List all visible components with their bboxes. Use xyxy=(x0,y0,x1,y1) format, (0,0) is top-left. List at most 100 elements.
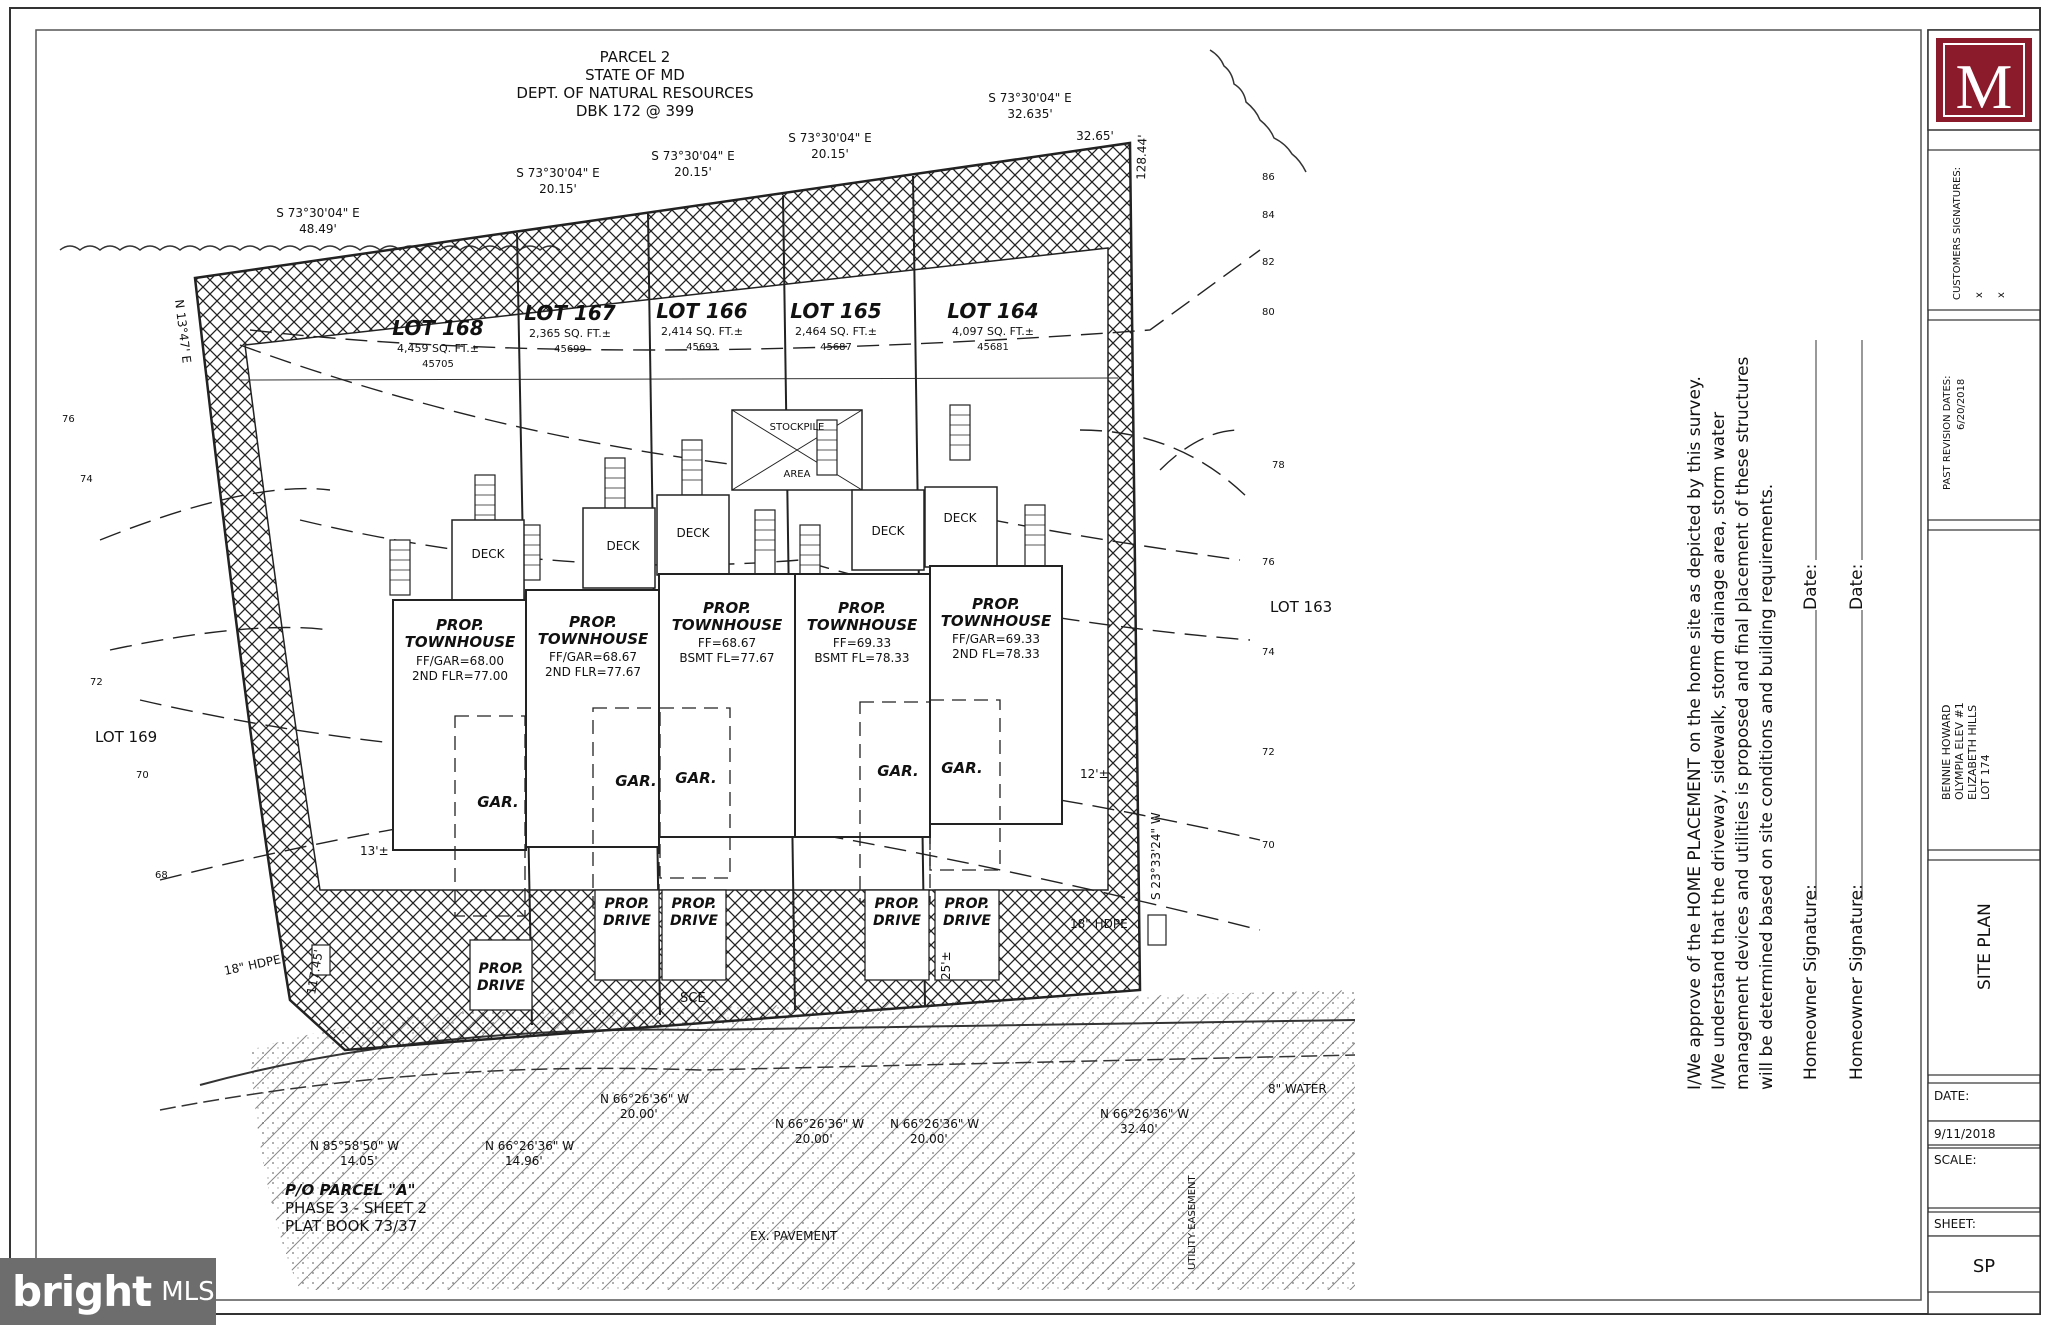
driveway-label: DRIVE xyxy=(670,913,718,929)
lot-name: LOT 166 xyxy=(656,299,747,323)
unit-title: PROP. xyxy=(838,599,886,617)
front-distance-6: 14.05' xyxy=(340,1154,378,1168)
watermark-brand: bright xyxy=(12,1267,152,1316)
unit-title: TOWNHOUSE xyxy=(941,612,1052,630)
unit-title: PROP. xyxy=(703,599,751,617)
front-distance-3: 20.00' xyxy=(910,1132,948,1146)
lot-name: LOT 168 xyxy=(392,316,483,340)
parcel-note-line3: DEPT. OF NATURAL RESOURCES xyxy=(516,84,753,102)
svg-text:84: 84 xyxy=(1262,210,1275,221)
svg-text:OLYMPIA ELEV #1: OLYMPIA ELEV #1 xyxy=(1953,702,1966,800)
lot-tag: 45687 xyxy=(820,342,852,353)
svg-text:ELIZABETH HILLS: ELIZABETH HILLS xyxy=(1966,705,1979,800)
lot-name: LOT 165 xyxy=(790,299,881,323)
lot-tag: 45693 xyxy=(686,342,718,353)
title-block xyxy=(1927,29,2041,1315)
driveway-label: DRIVE xyxy=(873,913,921,929)
unit-ff: FF=68.67 xyxy=(698,636,756,650)
sheet-number: SP xyxy=(1973,1256,1995,1277)
stair-treads xyxy=(390,414,1045,581)
distance-5: 32.635' xyxy=(1007,107,1052,121)
approval-line1: I/We approve of the HOME PLACEMENT on th… xyxy=(1685,376,1705,1090)
unit-ff: FF/GAR=68.67 xyxy=(549,650,637,664)
lot-163-label: LOT 163 xyxy=(1270,598,1332,616)
logo-letter: M xyxy=(1956,51,2013,122)
water-line xyxy=(159,1054,1356,1111)
tree-line-east xyxy=(1209,49,1307,173)
svg-text:82: 82 xyxy=(1262,257,1275,268)
front-distance-1: 20.00' xyxy=(620,1107,658,1121)
unit-title: PROP. xyxy=(436,616,484,634)
svg-text:PAST REVISION DATES:: PAST REVISION DATES: xyxy=(1942,376,1953,490)
distance-4: 20.15' xyxy=(811,147,849,161)
front-distance-4: 32.40' xyxy=(1120,1122,1158,1136)
lot-tag: 45699 xyxy=(554,344,586,355)
revision-block: PAST REVISION DATES: 6/20/2018 xyxy=(1942,376,1967,490)
deck-label: DECK xyxy=(871,524,905,538)
water-label: 8" WATER xyxy=(1268,1082,1327,1096)
garage-label: GAR. xyxy=(615,772,656,790)
deck-label: DECK xyxy=(471,547,505,561)
driveway-label: DRIVE xyxy=(603,913,651,929)
garage-outlines xyxy=(454,699,1001,917)
front-bearing-5: N 66°26'36" W xyxy=(485,1139,574,1153)
driveway-label: DRIVE xyxy=(943,913,991,929)
front-bearing-2: N 66°26'36" W xyxy=(775,1117,864,1131)
stockpile-area-label: AREA xyxy=(784,469,811,480)
unit-ff: FF/GAR=68.00 xyxy=(416,654,504,668)
east-length: 128.44' xyxy=(1134,134,1150,180)
deck-label: DECK xyxy=(606,539,640,553)
scale-label: SCALE: xyxy=(1934,1153,1977,1167)
unit-flr: 2ND FLR=77.00 xyxy=(412,669,508,683)
lot-labels: LOT 168 4,459 SQ. FT.± 45705 LOT 167 2,3… xyxy=(392,299,1038,370)
setback-line xyxy=(239,377,1119,381)
svg-text:x: x xyxy=(1996,292,2007,298)
parcel-a-line1: P/O PARCEL "A" xyxy=(285,1181,416,1199)
deck-labels: DECK DECK DECK DECK DECK xyxy=(471,511,977,561)
bearing-1: S 73°30'04" E xyxy=(276,206,359,220)
svg-text:72: 72 xyxy=(1262,747,1275,758)
bearing-3: S 73°30'04" E xyxy=(651,149,734,163)
stockpile-label: STOCKPILE xyxy=(770,422,825,433)
decks xyxy=(451,486,998,601)
unit-title: PROP. xyxy=(569,613,617,631)
unit-ff: FF/GAR=69.33 xyxy=(952,632,1040,646)
watermark-mls: MLS xyxy=(161,1276,215,1307)
svg-text:x: x xyxy=(1974,292,1985,298)
driveway-label: PROP. xyxy=(605,896,650,912)
unit-ff: FF=69.33 xyxy=(833,636,891,650)
lot-area: 2,414 SQ. FT.± xyxy=(661,325,743,338)
front-distance-5: 14.96' xyxy=(505,1154,543,1168)
bearing-2: S 73°30'04" E xyxy=(516,166,599,180)
lot-name: LOT 167 xyxy=(524,301,615,325)
townhouse-footprints xyxy=(392,565,1063,851)
drawing-border xyxy=(35,29,1922,1301)
distance-3: 20.15' xyxy=(674,165,712,179)
pavement-hatch xyxy=(250,990,1355,1290)
parcel-note-line4: DBK 172 @ 399 xyxy=(576,102,694,120)
driveway-label: PROP. xyxy=(875,896,920,912)
driveway-label: DRIVE xyxy=(477,978,525,994)
date-label-1: Date: xyxy=(1801,564,1821,610)
svg-text:6/20/2018: 6/20/2018 xyxy=(1956,379,1967,430)
unit-title: TOWNHOUSE xyxy=(672,616,783,634)
approval-block: I/We approve of the HOME PLACEMENT on th… xyxy=(1685,340,1867,1090)
approval-line4: will be determined based on site conditi… xyxy=(1757,484,1777,1090)
svg-text:76: 76 xyxy=(1262,557,1275,568)
distance-2: 20.15' xyxy=(539,182,577,196)
parcel-a-line2: PHASE 3 - SHEET 2 xyxy=(285,1199,427,1217)
front-bearing-3: N 66°26'36" W xyxy=(890,1117,979,1131)
svg-text:LOT 174: LOT 174 xyxy=(1979,754,1992,800)
svg-text:70: 70 xyxy=(1262,840,1275,851)
date-value: 9/11/2018 xyxy=(1934,1127,1996,1141)
svg-text:70: 70 xyxy=(136,770,149,781)
driveway-labels: PROP. DRIVE PROP. DRIVE PROP. DRIVE PROP… xyxy=(477,896,991,994)
sheet-label: SHEET: xyxy=(1934,1217,1976,1231)
watermark: bright MLS xyxy=(0,1258,216,1325)
client-info: BENNIE HOWARD OLYMPIA ELEV #1 ELIZABETH … xyxy=(1940,702,1992,800)
dim-12: 12'± xyxy=(1080,767,1109,781)
unit-flr: 2ND FLR=77.67 xyxy=(545,665,641,679)
hdpe-label-east: 18" HDPE xyxy=(1070,917,1128,931)
utility-easement-label: UTILITY EASEMENT xyxy=(1187,1174,1198,1270)
